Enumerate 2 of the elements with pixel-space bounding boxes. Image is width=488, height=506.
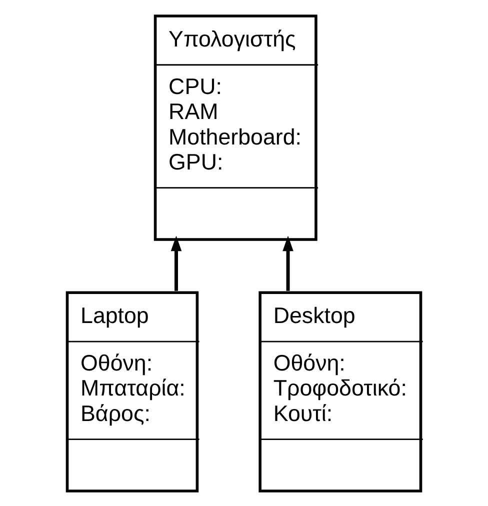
arrow xyxy=(282,235,294,290)
arrow xyxy=(170,235,182,290)
